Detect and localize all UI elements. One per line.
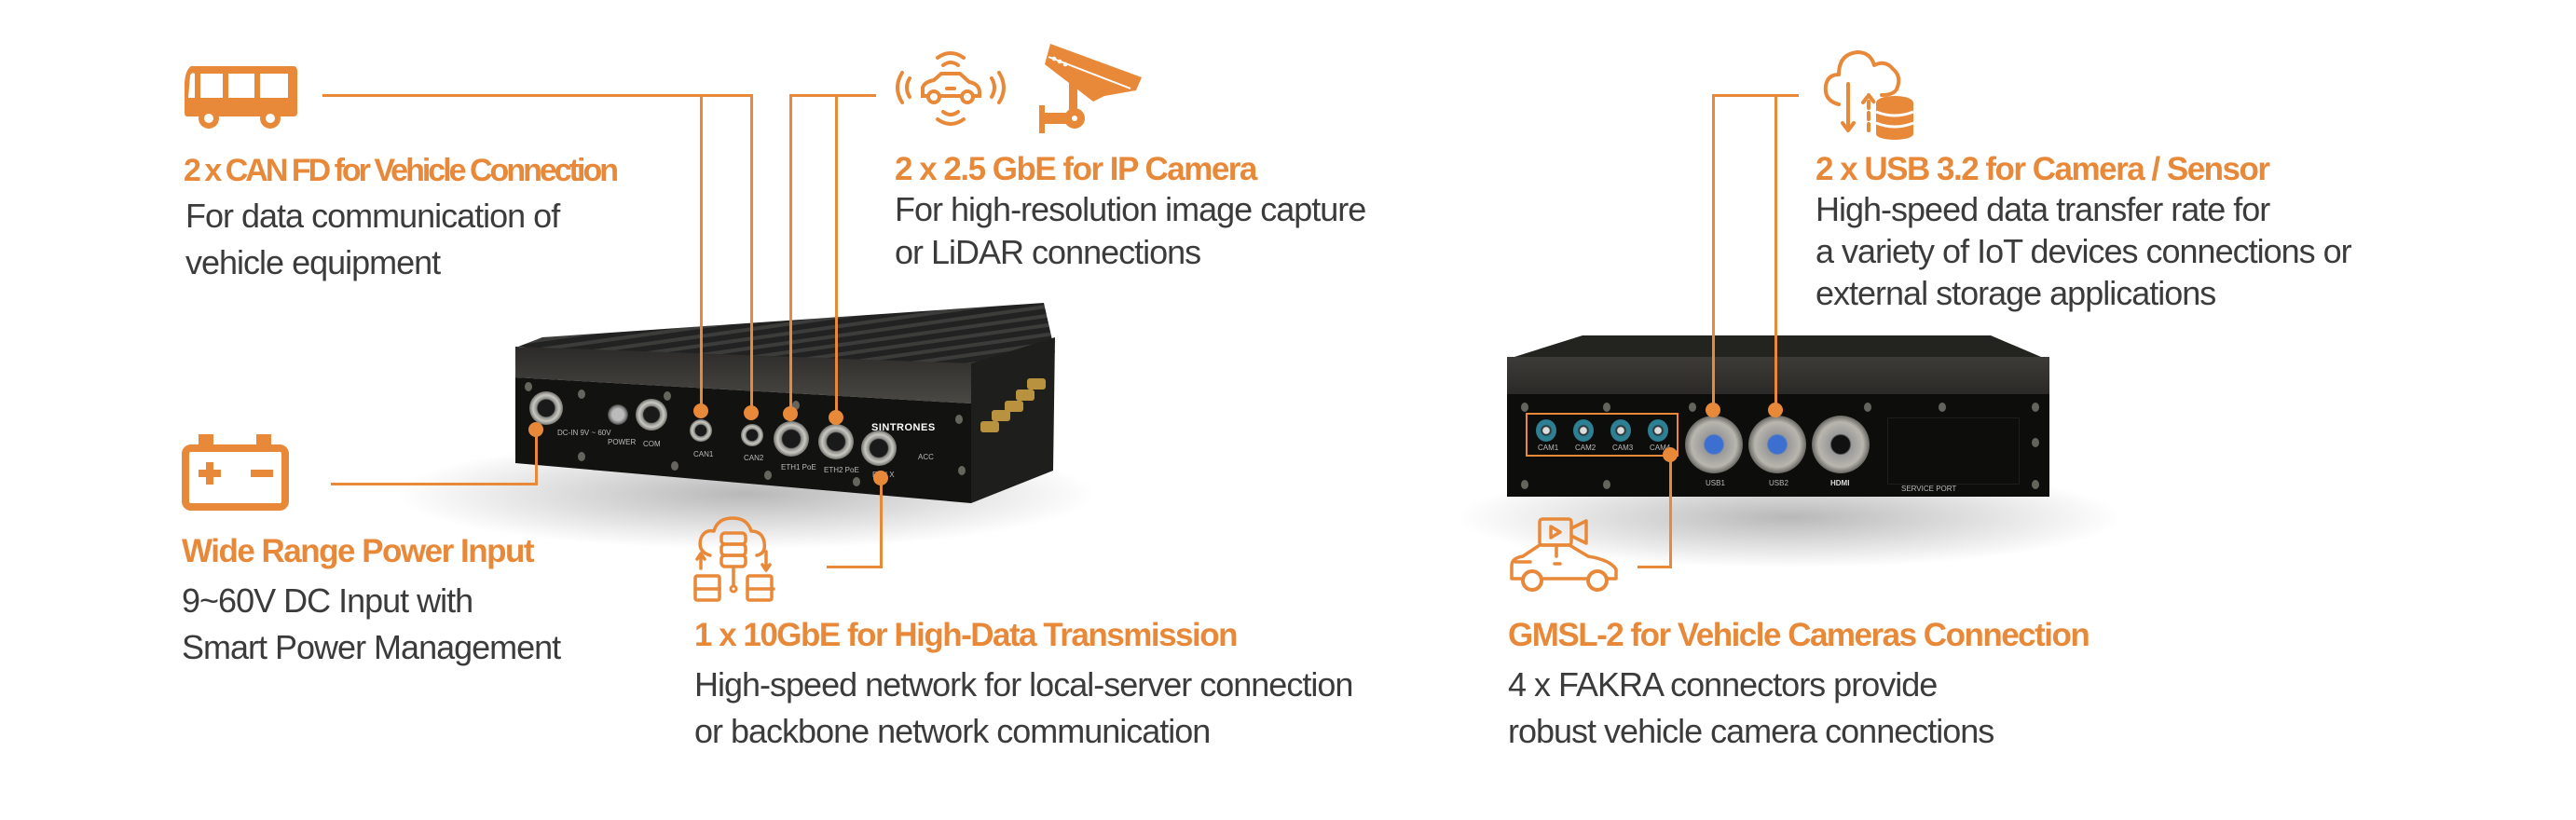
port-label: HDMI: [1830, 479, 1850, 487]
can2-port: [741, 424, 763, 446]
port-label: CAM2: [1575, 444, 1596, 452]
cam2-fakra-port: [1573, 419, 1594, 442]
cloud-database-transfer-icon: [1823, 50, 1914, 140]
feature-title: Wide Range Power Input: [182, 533, 535, 569]
feature-description: High-speed data transfer rate for a vari…: [1816, 188, 2352, 314]
eth2-poe-port: [818, 424, 854, 459]
port-label: USB1: [1706, 479, 1725, 487]
feature-description: 9~60V DC Input with Smart Power Manageme…: [182, 578, 561, 671]
connected-car-icon: [896, 51, 1006, 126]
description-line: vehicle equipment: [185, 243, 441, 281]
com-port: [636, 399, 667, 430]
eth1-poe-port: [774, 421, 809, 457]
port-label: ETH1 PoE: [781, 463, 816, 472]
cloud-server-network-icon: [693, 516, 775, 602]
port-label: COM: [643, 440, 661, 448]
description-line: robust vehicle camera connections: [1508, 712, 1994, 750]
cam4-fakra-port: [1648, 419, 1668, 442]
bus-icon: [185, 66, 297, 129]
feature-title: 2 x 2.5 GbE for IP Camera: [895, 151, 1257, 187]
feature-description: For data communication of vehicle equipm…: [185, 193, 560, 286]
port-label: SERVICE PORT: [1901, 485, 1957, 493]
battery-icon: [182, 434, 289, 511]
feature-description: High-speed network for local-server conn…: [694, 662, 1353, 755]
port-label: CAM4: [1650, 444, 1671, 452]
feature-description: For high-resolution image capture or LiD…: [895, 188, 1366, 274]
description-line: 9~60V DC Input with: [182, 581, 473, 620]
brand-logo: SINTRONES: [871, 422, 936, 433]
port-label: ETH2 PoE: [824, 466, 859, 474]
description-line: or LiDAR connections: [895, 233, 1201, 271]
cam3-fakra-port: [1610, 419, 1631, 442]
feature-title: 2 x USB 3.2 for Camera / Sensor: [1816, 151, 2270, 187]
usb1-port: [1685, 416, 1743, 473]
description-line: For high-resolution image capture: [895, 190, 1366, 228]
feature-title: 2 x CAN FD for Vehicle Connection: [184, 153, 619, 188]
can1-port: [690, 419, 712, 442]
eth-x-port: [861, 430, 897, 466]
description-line: High-speed data transfer rate for: [1816, 190, 2270, 228]
service-port-cover: [1887, 417, 2020, 485]
hdmi-port: [1812, 416, 1870, 473]
car-camera-icon: [1510, 517, 1618, 592]
dc-in-port: [529, 391, 563, 425]
cam1-fakra-port: [1536, 419, 1556, 442]
port-label: USB2: [1769, 479, 1788, 487]
feature-title: 1 x 10GbE for High-Data Transmission: [694, 617, 1239, 653]
description-line: High-speed network for local-server conn…: [694, 665, 1353, 704]
description-line: 4 x FAKRA connectors provide: [1508, 665, 1938, 704]
description-line: For data communication of: [185, 197, 560, 235]
port-label: CAN2: [744, 454, 764, 462]
port-label: DC-IN 9V ~ 60V: [557, 429, 611, 437]
description-line: Smart Power Management: [182, 628, 561, 666]
description-line: a variety of IoT devices connections or: [1816, 232, 2352, 270]
description-line: external storage applications: [1816, 274, 2216, 312]
feature-title: GMSL-2 for Vehicle Cameras Connection: [1508, 617, 2090, 653]
feature-description: 4 x FAKRA connectors provide robust vehi…: [1508, 662, 1994, 755]
security-camera-icon: [1039, 44, 1142, 133]
port-label: POWER: [608, 438, 637, 446]
port-label: CAN1: [693, 450, 714, 458]
description-line: or backbone network communication: [694, 712, 1211, 750]
port-label: CAM3: [1612, 444, 1634, 452]
gmsl-camera-group-highlight: [1526, 413, 1679, 457]
usb2-port: [1748, 416, 1806, 473]
power-button: [608, 404, 628, 425]
port-label: ACC: [918, 453, 934, 461]
port-label: CAM1: [1538, 444, 1559, 452]
